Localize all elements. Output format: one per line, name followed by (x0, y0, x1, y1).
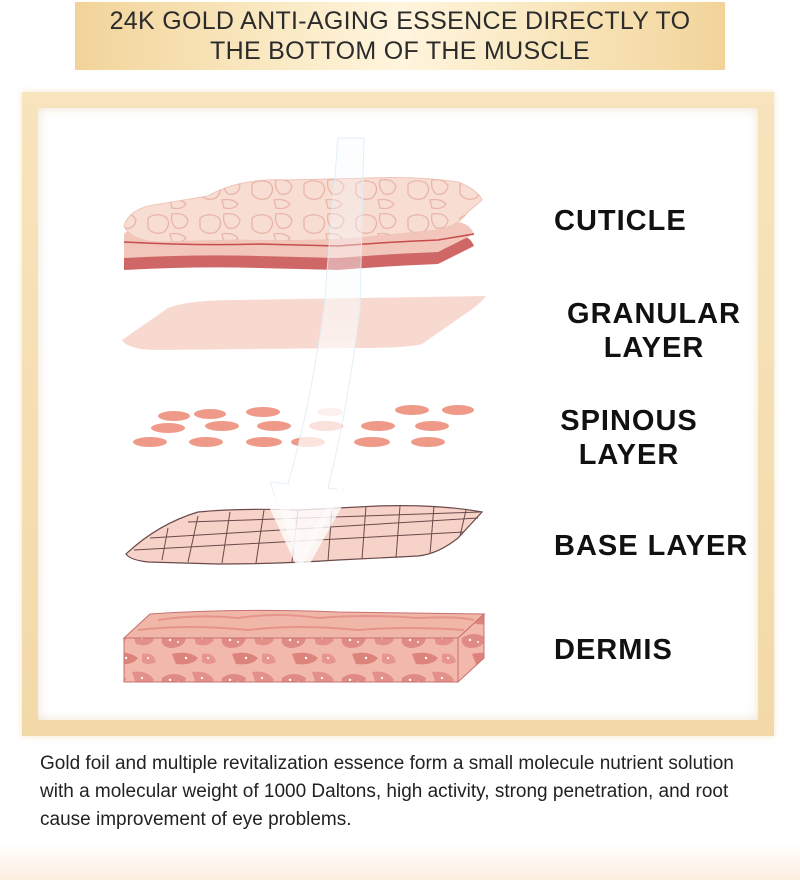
penetration-arrow (264, 137, 365, 578)
label-granular-line-1: GRANULAR (567, 298, 741, 330)
cuticle-layer-shape (123, 177, 483, 270)
banner-title: 24K GOLD ANTI-AGING ESSENCE DIRECTLY TO … (110, 6, 691, 66)
diagram-frame: CUTICLE GRANULAR LAYER SPINOUS LAYER BAS… (22, 92, 774, 736)
banner-title-line-2: THE BOTTOM OF THE MUSCLE (210, 37, 590, 65)
granular-layer-shape (122, 296, 486, 350)
header-banner: 24K GOLD ANTI-AGING ESSENCE DIRECTLY TO … (75, 2, 725, 70)
label-granular-line-2: LAYER (603, 332, 705, 364)
label-cuticle-line-1: CUTICLE (554, 205, 687, 237)
label-spinous-line-2: LAYER (578, 439, 680, 471)
label-spinous-line-1: SPINOUS (560, 405, 698, 437)
description-text: Gold foil and multiple revitalization es… (40, 753, 734, 830)
label-cuticle: CUTICLE (554, 204, 687, 238)
skin-layers-illustration (122, 137, 486, 684)
label-base-layer: BASE LAYER (554, 529, 748, 563)
bottom-gradient (0, 842, 800, 880)
label-base-line-1: BASE LAYER (554, 530, 749, 562)
label-dermis: DERMIS (554, 633, 673, 667)
label-dermis-line-1: DERMIS (554, 634, 673, 666)
label-spinous-layer: SPINOUS LAYER (554, 404, 704, 472)
label-granular-layer: GRANULAR LAYER (554, 297, 754, 365)
spinous-layer-cells (133, 405, 474, 447)
diagram-panel: CUTICLE GRANULAR LAYER SPINOUS LAYER BAS… (38, 108, 758, 720)
banner-title-line-1: 24K GOLD ANTI-AGING ESSENCE DIRECTLY TO (109, 7, 691, 35)
dermis-layer-shape (122, 609, 486, 684)
